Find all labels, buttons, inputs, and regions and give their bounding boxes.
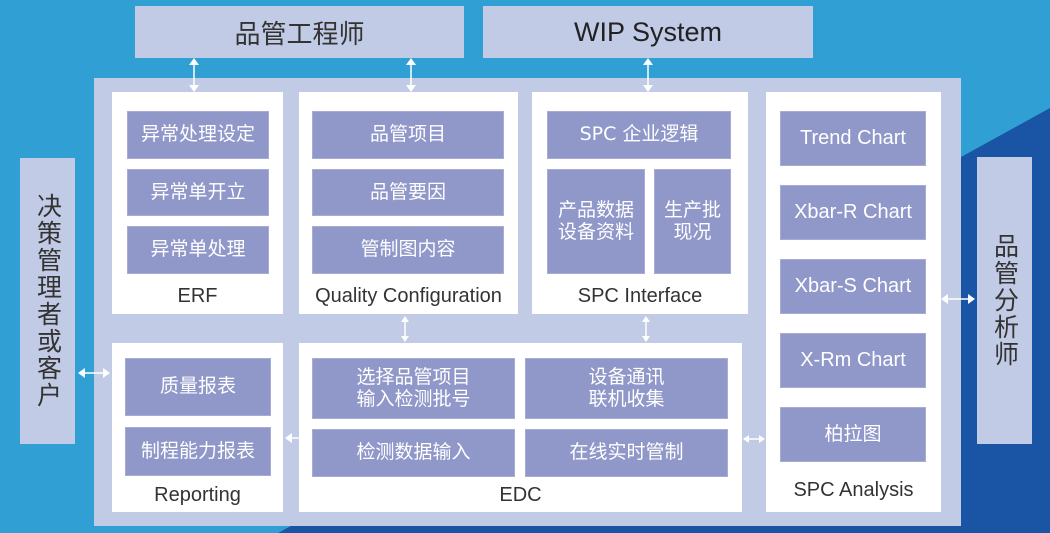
reporting-item[interactable]: 制程能力报表 — [125, 427, 271, 476]
edc-item[interactable]: 检测数据输入 — [312, 429, 515, 477]
module-spc-interface-title: SPC Interface — [577, 285, 703, 307]
actor-decision-maker: 决策管理者或客户 — [20, 158, 75, 444]
module-erf: 异常处理设定 异常单开立 异常单处理 ERF — [112, 92, 283, 314]
arrow-decision-maker-reporting — [78, 366, 110, 380]
arrow-edc-reporting — [285, 431, 299, 445]
module-spc-analysis-title: SPC Analysis — [793, 479, 914, 501]
edc-item[interactable]: 选择品管项目 输入检测批号 — [312, 358, 515, 419]
arrow-edc-spc-analysis — [743, 432, 765, 446]
arrow-quality-config-edc — [398, 316, 412, 342]
spc-analysis-item[interactable]: X-Rm Chart — [780, 333, 926, 388]
spc-interface-item[interactable]: SPC 企业逻辑 — [547, 111, 731, 159]
edc-item[interactable]: 设备通讯 联机收集 — [525, 358, 728, 419]
spc-analysis-item[interactable]: 柏拉图 — [780, 407, 926, 462]
spc-analysis-item[interactable]: Xbar-R Chart — [780, 185, 926, 240]
reporting-item[interactable]: 质量报表 — [125, 358, 271, 416]
quality-config-item[interactable]: 管制图内容 — [312, 226, 504, 274]
module-quality-configuration: 品管项目 品管要因 管制图内容 Quality Configuration — [299, 92, 518, 314]
arrow-spc-analysis-analyst — [941, 292, 975, 306]
module-spc-analysis: Trend Chart Xbar-R Chart Xbar-S Chart X-… — [766, 92, 941, 512]
actor-decision-maker-label: 决策管理者或客户 — [33, 193, 63, 409]
actor-qc-analyst-label: 品管分析师 — [990, 233, 1020, 368]
erf-item[interactable]: 异常单处理 — [127, 226, 269, 274]
module-erf-title: ERF — [177, 285, 218, 307]
erf-item[interactable]: 异常单开立 — [127, 169, 269, 216]
quality-config-item[interactable]: 品管要因 — [312, 169, 504, 216]
spc-analysis-item[interactable]: Trend Chart — [780, 111, 926, 166]
module-reporting-title: Reporting — [154, 484, 241, 506]
actor-wip-system-label: WIP System — [573, 16, 723, 47]
module-edc: 选择品管项目 输入检测批号 设备通讯 联机收集 检测数据输入 在线实时管制 ED… — [299, 343, 742, 512]
actor-qc-engineer: 品管工程师 — [135, 6, 464, 58]
arrow-engineer-erf — [187, 58, 201, 92]
erf-item[interactable]: 异常处理设定 — [127, 111, 269, 159]
spc-interface-item[interactable]: 生产批 现况 — [654, 169, 731, 274]
module-reporting: 质量报表 制程能力报表 Reporting — [112, 343, 283, 512]
arrow-wip-spc-interface — [641, 58, 655, 92]
spc-interface-item[interactable]: 产品数据 设备资料 — [547, 169, 645, 274]
edc-item[interactable]: 在线实时管制 — [525, 429, 728, 477]
arrow-spc-interface-edc — [639, 316, 653, 342]
module-quality-configuration-title: Quality Configuration — [315, 285, 502, 307]
actor-qc-engineer-label: 品管工程师 — [234, 19, 365, 50]
module-spc-interface: SPC 企业逻辑 产品数据 设备资料 生产批 现况 SPC Interface — [532, 92, 748, 314]
actor-wip-system: WIP System — [483, 6, 813, 58]
module-edc-title: EDC — [499, 484, 542, 506]
actor-qc-analyst: 品管分析师 — [977, 157, 1032, 444]
arrow-engineer-quality-config — [404, 58, 418, 92]
spc-analysis-item[interactable]: Xbar-S Chart — [780, 259, 926, 314]
quality-config-item[interactable]: 品管项目 — [312, 111, 504, 159]
